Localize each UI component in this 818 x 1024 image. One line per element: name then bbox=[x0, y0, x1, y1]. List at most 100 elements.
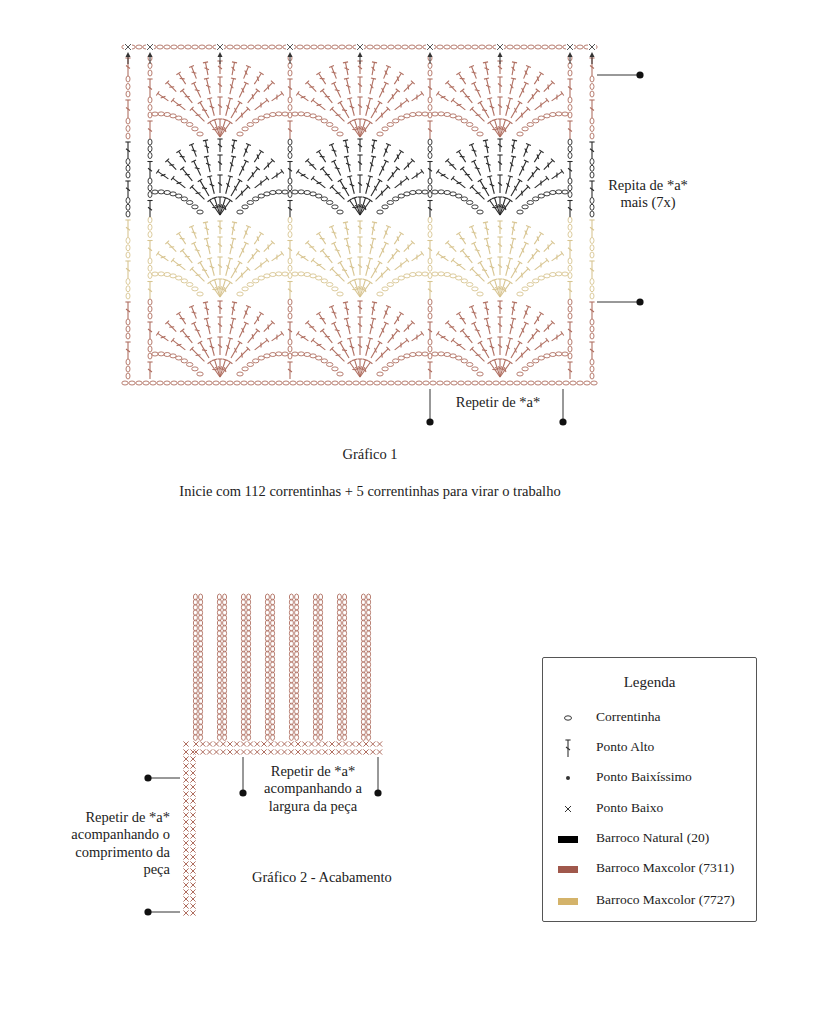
stitch-stem bbox=[506, 176, 511, 193]
stitch-slash bbox=[332, 232, 337, 233]
stitch-stem bbox=[394, 151, 401, 162]
stitch-stem bbox=[192, 269, 205, 282]
chain-stitch bbox=[477, 372, 483, 376]
stitch-stem bbox=[384, 307, 389, 319]
stitch-bar bbox=[497, 336, 502, 337]
stitch-slash bbox=[364, 367, 366, 372]
stitch-slash bbox=[372, 67, 375, 71]
stitch-bar bbox=[232, 139, 237, 141]
stitch-slash bbox=[148, 248, 152, 251]
stitch-bar bbox=[147, 321, 152, 322]
stitch-bar bbox=[189, 306, 194, 308]
double-crochet bbox=[239, 322, 248, 338]
stitch-stem bbox=[231, 102, 240, 118]
stitch-bar bbox=[484, 156, 489, 157]
stitch-stem bbox=[438, 333, 449, 340]
stitch-stem bbox=[173, 260, 186, 270]
stitch-stem bbox=[395, 178, 408, 188]
chain-stitch bbox=[568, 265, 572, 271]
stitch-slash bbox=[355, 206, 360, 208]
stitch-slash bbox=[344, 308, 348, 310]
double-crochet bbox=[156, 331, 168, 341]
chain-stitch bbox=[590, 366, 594, 372]
stitch-bar bbox=[198, 261, 203, 264]
stitch-slash bbox=[568, 248, 572, 251]
stitch-stem bbox=[552, 171, 563, 178]
stitch-bar bbox=[384, 242, 389, 244]
stitch-slash bbox=[335, 249, 340, 251]
chain-stitch bbox=[282, 272, 288, 276]
double-crochet bbox=[125, 342, 130, 359]
stitch-slash bbox=[358, 162, 362, 165]
stitch-slash bbox=[350, 346, 355, 348]
stitch-stem bbox=[459, 313, 466, 324]
stitch-slash bbox=[218, 306, 222, 309]
stitch-stem bbox=[313, 260, 326, 270]
chain-stitch bbox=[428, 185, 432, 191]
stitch-slash bbox=[185, 256, 190, 257]
stitch-slash bbox=[288, 329, 292, 332]
double-crochet bbox=[287, 201, 292, 218]
double-crochet bbox=[147, 201, 152, 218]
stitch-bar bbox=[372, 139, 377, 141]
double-crochet bbox=[305, 241, 316, 252]
stitch-bar bbox=[228, 258, 233, 259]
stitch-slash bbox=[457, 344, 462, 345]
stitch-stem bbox=[519, 243, 526, 257]
chain-stitch bbox=[148, 346, 152, 352]
stitch-bar bbox=[217, 220, 222, 221]
double-crochet bbox=[412, 91, 424, 101]
stitch-slash bbox=[416, 335, 417, 340]
stitch-stem bbox=[372, 62, 374, 75]
double-crochet bbox=[254, 72, 263, 84]
chain-stitch bbox=[428, 353, 432, 359]
stitch-slash bbox=[267, 245, 269, 250]
chain-stitch bbox=[332, 287, 338, 291]
chain-stitch bbox=[577, 381, 583, 385]
stitch-stem bbox=[487, 79, 491, 95]
stitch-bar bbox=[469, 306, 474, 308]
double-crochet bbox=[524, 144, 531, 157]
stitch-slash bbox=[495, 368, 500, 370]
stitch-bar bbox=[320, 249, 324, 252]
stitch-bar bbox=[451, 338, 454, 342]
double-crochet bbox=[287, 282, 292, 300]
chain-stitch bbox=[522, 205, 528, 209]
stitch-stem bbox=[272, 333, 283, 340]
stitch-slash bbox=[309, 86, 314, 88]
double-crochet bbox=[388, 329, 400, 343]
chain-stitch bbox=[428, 217, 432, 223]
stitch-slash bbox=[475, 89, 480, 91]
stitch-bar bbox=[406, 176, 409, 180]
stitch-bar bbox=[238, 341, 243, 344]
chain-stitch bbox=[538, 276, 544, 280]
double-crochet bbox=[483, 222, 489, 235]
chain-stitch bbox=[288, 313, 292, 319]
chain-stitch bbox=[126, 359, 130, 365]
stitch-bar bbox=[368, 199, 372, 202]
double-crochet bbox=[357, 237, 362, 253]
double-crochet bbox=[488, 361, 500, 377]
chain-stitch bbox=[527, 363, 533, 367]
double-crochet bbox=[347, 338, 354, 356]
double-crochet bbox=[445, 159, 456, 170]
double-crochet bbox=[176, 232, 185, 244]
stitch-slash bbox=[352, 207, 357, 208]
stitch-bar bbox=[470, 107, 474, 111]
stitch-bar bbox=[344, 78, 349, 79]
chain-stitch bbox=[126, 245, 130, 251]
stitch-bar bbox=[372, 61, 377, 63]
double-crochet bbox=[287, 362, 292, 379]
stitch-slash bbox=[252, 334, 253, 339]
double-crochet bbox=[371, 261, 382, 278]
stitch-slash bbox=[556, 255, 557, 260]
chain-stitch bbox=[428, 139, 432, 145]
stitch-bar bbox=[470, 185, 474, 189]
double-crochet bbox=[470, 347, 485, 362]
chain-stitch bbox=[126, 211, 130, 217]
double-crochet bbox=[203, 140, 209, 153]
chain-stitch bbox=[136, 381, 142, 385]
chain-stitch bbox=[522, 367, 528, 371]
stitch-slash bbox=[506, 265, 509, 269]
stitch-slash bbox=[372, 307, 375, 311]
